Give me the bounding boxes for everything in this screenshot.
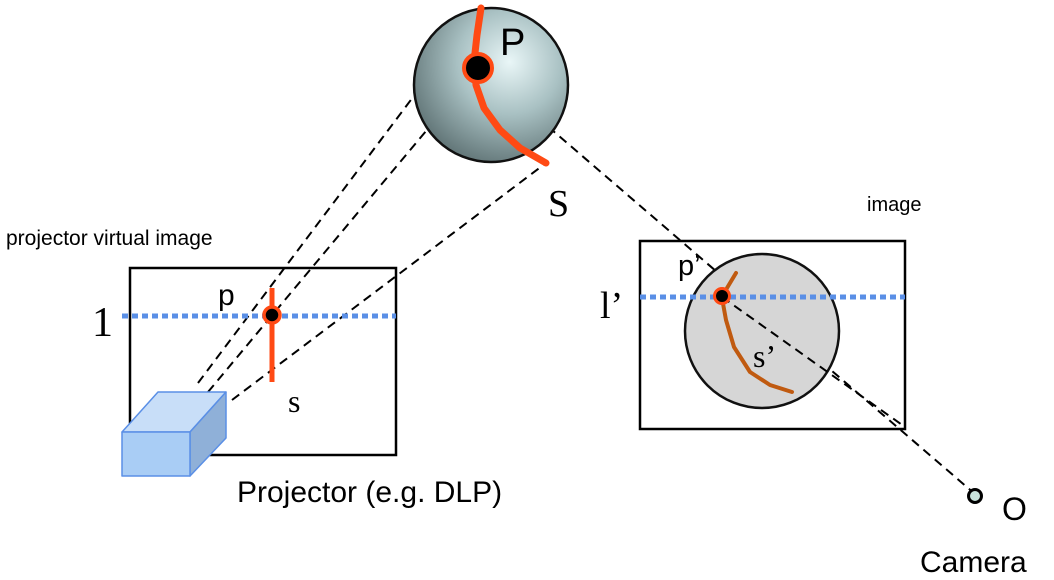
point-p-prime (713, 287, 731, 305)
stripe-on-object (470, 4, 550, 167)
label-s: s (288, 383, 300, 419)
label-l-prime: l’ (600, 285, 623, 327)
label-projector: Projector (e.g. DLP) (237, 476, 502, 509)
camera-center-O (967, 488, 983, 504)
projector-image-plane (128, 266, 398, 457)
projector-icon (121, 391, 227, 477)
label-p-prime: p’ (678, 250, 701, 282)
point-P (462, 52, 494, 84)
label-S: S (548, 183, 569, 225)
projector-box-front (121, 431, 191, 477)
label-O: O (1002, 491, 1027, 527)
object-sphere (412, 6, 570, 164)
ray-camera (479, 67, 976, 495)
label-l: 1 (92, 300, 113, 346)
label-projector-virtual-image: projector virtual image (6, 227, 213, 250)
ray-bottom (231, 162, 547, 401)
label-s-prime: s’ (753, 338, 776, 374)
label-camera: Camera (920, 546, 1027, 579)
point-p (262, 305, 282, 325)
label-P: P (500, 22, 525, 64)
object-in-image (683, 252, 841, 410)
label-image: image (867, 194, 921, 216)
label-p: p (218, 279, 235, 312)
camera-image-plane (638, 239, 907, 431)
ray-top (197, 11, 478, 384)
projector-rays (197, 11, 976, 495)
camera-ray-in-image (721, 296, 906, 428)
